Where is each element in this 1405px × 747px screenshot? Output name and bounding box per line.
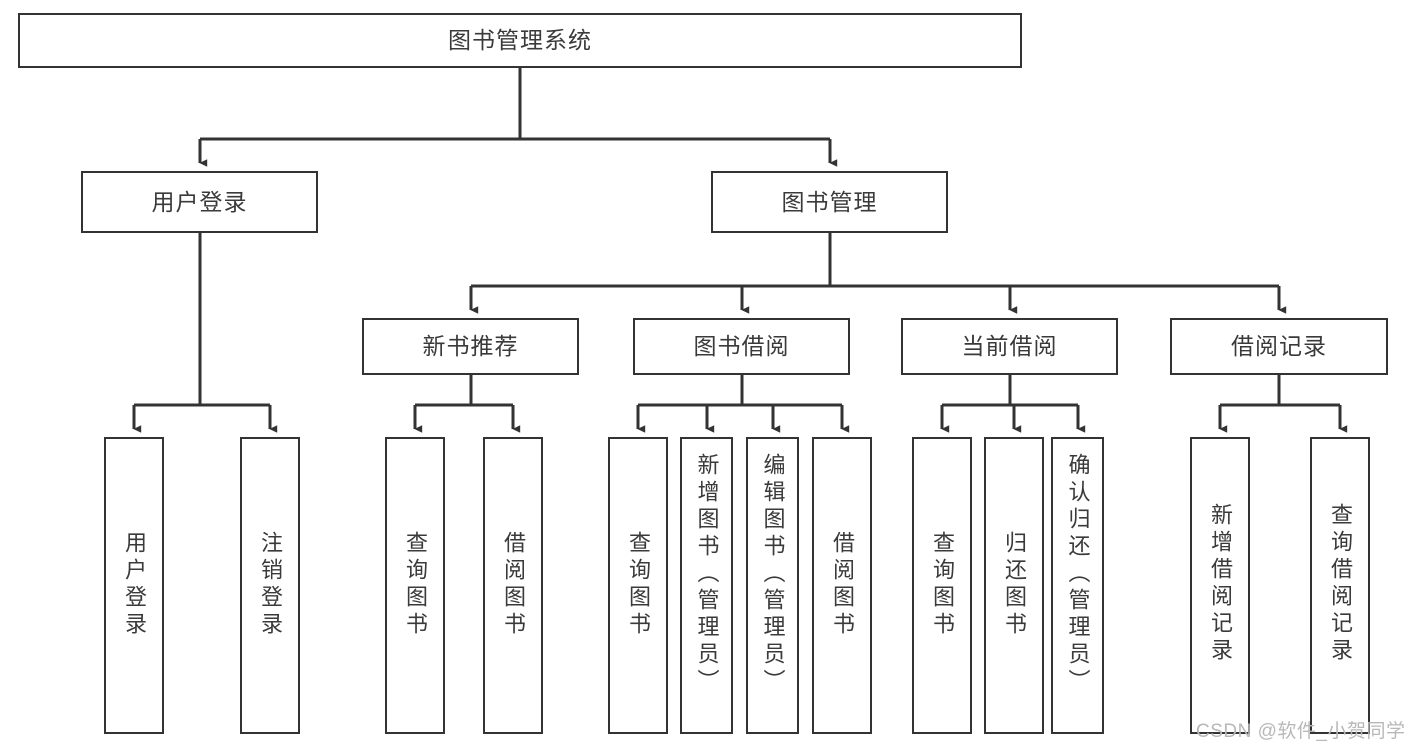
node-login[interactable]: 用户登录 — [81, 171, 318, 233]
node-label: 新增借阅记录 — [1208, 503, 1233, 665]
node-label: 注销登录 — [258, 531, 283, 639]
node-label: 当前借阅 — [961, 333, 1058, 360]
node-label: 查询借阅记录 — [1328, 503, 1353, 665]
node-label: 归还图书 — [1002, 531, 1027, 639]
node-l-qbook1[interactable]: 查询图书 — [385, 437, 445, 734]
node-label: 借阅图书 — [501, 531, 526, 639]
node-label: 图书借阅 — [693, 333, 790, 360]
node-l-qrec[interactable]: 查询借阅记录 — [1310, 437, 1370, 734]
node-label: 用户登录 — [122, 531, 147, 639]
node-l-bbook1[interactable]: 借阅图书 — [483, 437, 543, 734]
node-label: 借阅记录 — [1231, 333, 1327, 360]
node-records[interactable]: 借阅记录 — [1170, 318, 1388, 375]
node-label: 查询图书 — [403, 531, 428, 639]
node-label: 新增图书（管理员） — [694, 453, 720, 696]
node-l-confirm[interactable]: 确认归还（管理员） — [1051, 437, 1104, 734]
node-current[interactable]: 当前借阅 — [901, 318, 1118, 375]
node-l-logout[interactable]: 注销登录 — [240, 437, 300, 734]
node-l-addbook[interactable]: 新增图书（管理员） — [680, 437, 733, 734]
node-l-addrec[interactable]: 新增借阅记录 — [1190, 437, 1250, 734]
node-l-editbook[interactable]: 编辑图书（管理员） — [746, 437, 799, 734]
node-label: 确认归还（管理员） — [1065, 453, 1091, 696]
node-l-login[interactable]: 用户登录 — [104, 437, 164, 734]
node-root[interactable]: 图书管理系统 — [18, 13, 1022, 68]
node-l-return[interactable]: 归还图书 — [984, 437, 1044, 734]
node-label: 查询图书 — [626, 531, 651, 639]
node-l-qbook3[interactable]: 查询图书 — [912, 437, 972, 734]
node-l-qbook2[interactable]: 查询图书 — [608, 437, 668, 734]
node-l-bbook2[interactable]: 借阅图书 — [812, 437, 872, 734]
csdn-watermark: CSDN @软件_小贺同学 — [1196, 721, 1405, 742]
node-label: 用户登录 — [151, 188, 248, 215]
node-label: 图书管理系统 — [448, 27, 592, 54]
node-label: 查询图书 — [930, 531, 955, 639]
node-bookmgmt[interactable]: 图书管理 — [711, 171, 948, 233]
node-label: 新书推荐 — [422, 333, 519, 360]
node-borrow[interactable]: 图书借阅 — [633, 318, 850, 375]
node-label: 借阅图书 — [830, 531, 855, 639]
node-label: 编辑图书（管理员） — [760, 453, 786, 696]
node-newbook[interactable]: 新书推荐 — [362, 318, 579, 375]
node-label: 图书管理 — [781, 188, 878, 215]
